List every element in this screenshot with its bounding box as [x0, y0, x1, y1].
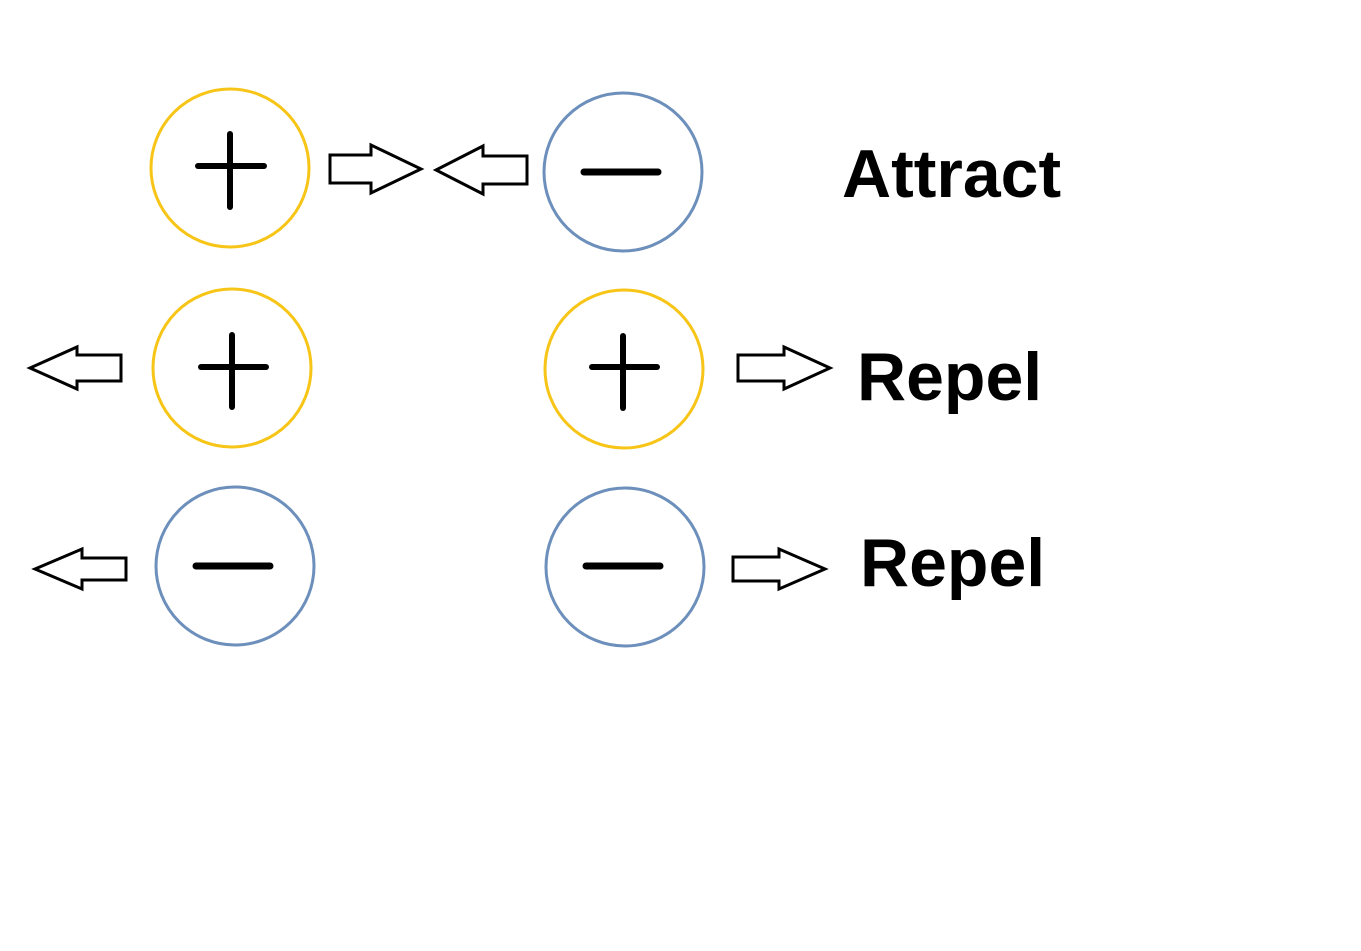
negative-charge: [544, 486, 706, 648]
arrow-left-icon: [31, 546, 128, 592]
row-repel-negative: Repel: [31, 485, 1045, 648]
plus-sign-icon: [195, 131, 267, 210]
negative-charge: [542, 91, 704, 253]
negative-charge: [154, 485, 316, 647]
plus-sign-icon: [198, 332, 269, 410]
attract-label: Attract: [842, 136, 1061, 212]
positive-charge: [149, 87, 311, 249]
positive-charge: [543, 288, 705, 450]
row-repel-positive: Repel: [26, 287, 1042, 450]
repel-label: Repel: [857, 339, 1042, 415]
repel-label: Repel: [860, 525, 1045, 601]
arrow-left-icon: [26, 344, 123, 392]
row-attract: Attract: [149, 87, 1061, 253]
arrow-right-icon: [736, 344, 834, 392]
arrow-right-icon: [328, 142, 425, 196]
arrow-left-icon: [432, 143, 529, 197]
positive-charge: [151, 287, 313, 449]
plus-sign-icon: [589, 333, 660, 411]
arrow-right-icon: [731, 546, 829, 592]
